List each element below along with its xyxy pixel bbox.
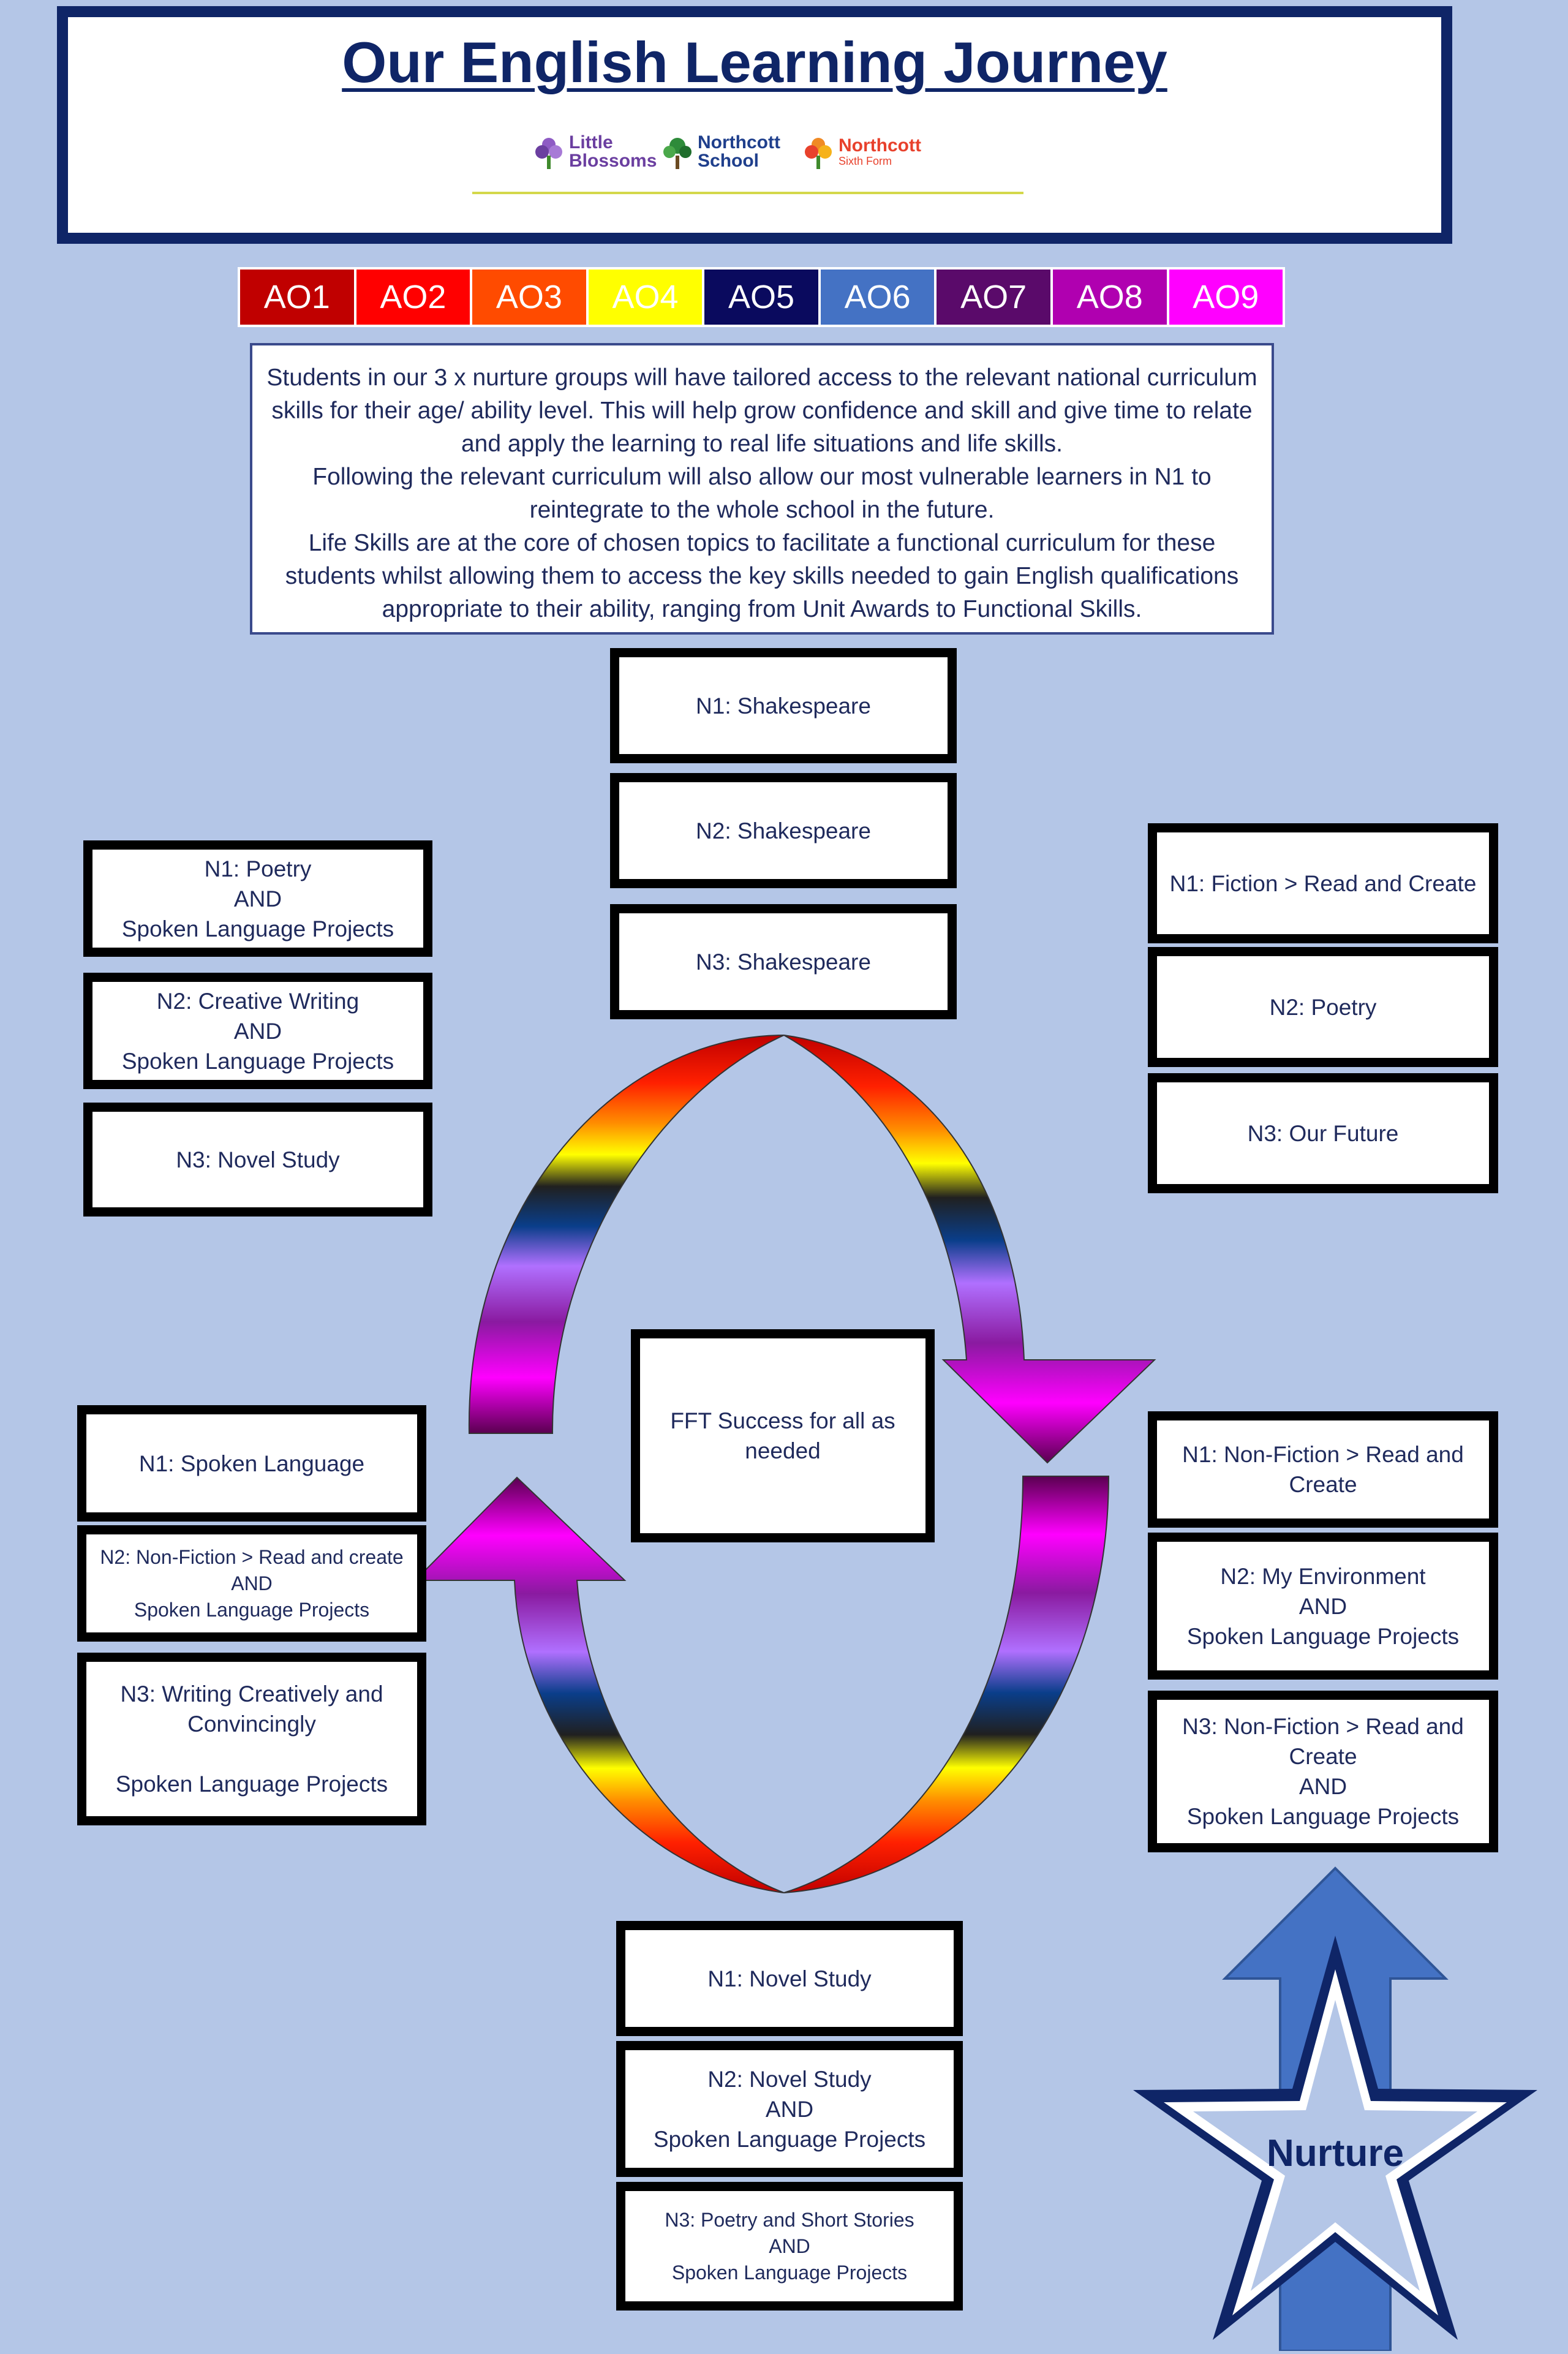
topic-top-n1: N1: Shakespeare [610,648,957,763]
star-inner-icon [1193,2000,1477,2291]
topic-right-bottom-n1: N1: Non-Fiction > Read and Create [1148,1411,1498,1528]
topic-right-bottom-n3: N3: Non-Fiction > Read and Create AND Sp… [1148,1691,1498,1852]
nurture-label: Nurture [1267,2132,1404,2175]
topic-left-top-n2: N2: Creative Writing AND Spoken Language… [83,973,432,1089]
tree-icon [663,138,692,169]
topic-right-bottom-n2: N2: My Environment AND Spoken Language P… [1148,1533,1498,1680]
ao-cell-1: AO1 [240,270,356,325]
ao-cell-3: AO3 [472,270,589,325]
ao-cell-9: AO9 [1169,270,1283,325]
ao-cell-4: AO4 [588,270,705,325]
topic-top-n3: N3: Shakespeare [610,904,957,1019]
ao-cell-6: AO6 [820,270,937,325]
topic-right-top-n3: N3: Our Future [1148,1073,1498,1193]
cycle-arc-top-right [783,1035,1156,1464]
flower-icon [535,138,562,169]
intro-paragraph: Students in our 3 x nurture groups will … [266,364,1257,457]
ao-cell-2: AO2 [356,270,473,325]
topic-bottom-n2: N2: Novel Study AND Spoken Language Proj… [616,2041,963,2177]
topic-left-top-n1: N1: Poetry AND Spoken Language Projects [83,840,432,957]
little-blossoms-logo: Little Blossoms [533,134,657,170]
topic-left-bottom-n1: N1: Spoken Language [77,1405,426,1522]
nurture-star-arrow [1133,1866,1537,2352]
topic-right-top-n2: N2: Poetry [1148,947,1498,1067]
topic-bottom-n3: N3: Poetry and Short Stories AND Spoken … [616,2182,963,2311]
topic-right-top-n1: N1: Fiction > Read and Create [1148,823,1498,943]
northcott-sixth-form-logo: Northcott Sixth Form [803,134,921,170]
learning-cycle-arrows [417,1035,1156,1893]
ao-cell-5: AO5 [704,270,821,325]
topic-bottom-n1: N1: Novel Study [616,1921,963,2036]
intro-paragraph: Following the relevant curriculum will a… [312,464,1212,523]
topic-left-bottom-n3: N3: Writing Creatively and Convincingly … [77,1653,426,1825]
topic-top-n2: N2: Shakespeare [610,773,957,888]
logo-divider [472,192,1023,194]
header-banner: Our English Learning Journey Little Blos… [57,6,1452,244]
logo-text-line: Northcott [698,132,780,153]
logo-text-line: School [698,151,760,171]
logo-text-line: Sixth Form [839,155,892,167]
logo-text-line: Little [569,132,613,153]
topic-left-bottom-n2: N2: Non-Fiction > Read and create AND Sp… [77,1525,426,1642]
page-title: Our English Learning Journey [342,30,1167,94]
cycle-arc-top-left [468,1035,785,1434]
center-fft-box: FFT Success for all as needed [631,1329,935,1542]
topic-left-top-n3: N3: Novel Study [83,1103,432,1217]
flame-flower-icon [805,138,832,169]
intro-text-box: Students in our 3 x nurture groups will … [250,343,1274,635]
ao-cell-8: AO8 [1052,270,1169,325]
intro-paragraph: Life Skills are at the core of chosen to… [285,530,1239,622]
ao-cell-7: AO7 [937,270,1053,325]
school-logos: Little Blossoms Northcott School Northco… [472,134,1023,207]
logo-text-line: Blossoms [569,151,657,171]
cycle-arc-bottom-left [417,1476,785,1893]
northcott-school-logo: Northcott School [662,134,780,170]
nurture-emblem: Nurture [1121,1862,1550,2352]
logo-text-line: Northcott [839,135,921,156]
cycle-arc-bottom-right [783,1476,1110,1893]
